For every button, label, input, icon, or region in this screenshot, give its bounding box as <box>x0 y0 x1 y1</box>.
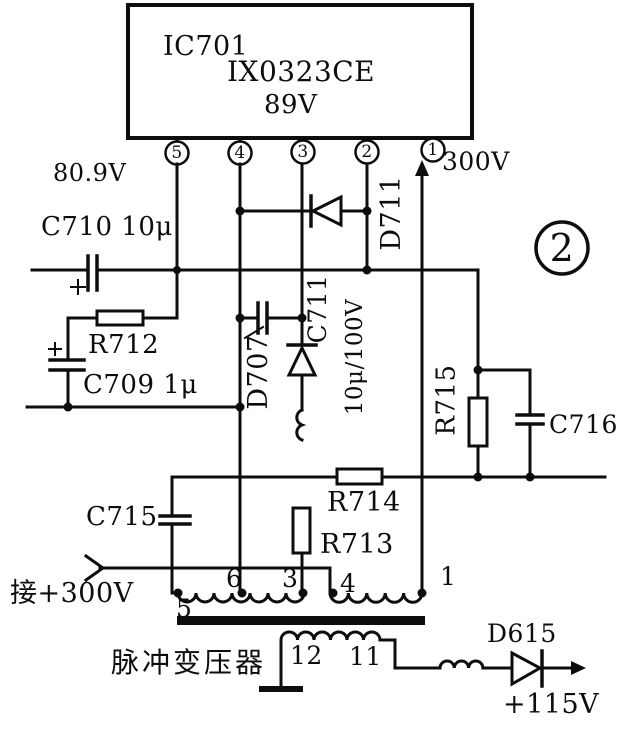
coil-pin3 <box>295 408 307 442</box>
wire-r712-c709 <box>66 316 99 409</box>
c716-label: C716 <box>549 410 618 439</box>
ic-pin-circles <box>164 137 446 166</box>
secondary-terminal-11: 11 <box>349 642 382 671</box>
transformer-core <box>177 616 425 625</box>
d707-diode <box>286 344 318 377</box>
output-voltage-label: +115V <box>503 689 600 720</box>
pin-3: 3 <box>297 142 309 162</box>
r712-label: R712 <box>88 330 160 360</box>
primary-winding-right <box>328 591 424 604</box>
c715-plates <box>158 514 192 526</box>
wire-input-300v <box>98 566 332 595</box>
ic-part-number: IX0323CE <box>227 55 376 88</box>
r715-body <box>467 396 489 448</box>
secondary-terminal-12: 12 <box>290 641 323 670</box>
junction-dots <box>63 206 535 598</box>
c715-label: C715 <box>86 502 158 532</box>
primary-terminal-5: 5 <box>176 594 193 623</box>
c710-polarity-mark <box>70 279 86 295</box>
primary-terminal-4: 4 <box>340 569 357 598</box>
r714-label: R714 <box>327 487 401 518</box>
pin-5: 5 <box>171 143 183 163</box>
r712-body <box>95 309 145 327</box>
figure-number-circle <box>534 220 590 276</box>
wire-c715 <box>170 475 180 595</box>
primary-terminal-1: 1 <box>440 562 457 591</box>
c711-label: C711 <box>302 274 332 344</box>
c710-label: C710 10μ <box>41 212 173 242</box>
d615-label: D615 <box>487 619 557 648</box>
pin1-voltage-label: 300V <box>442 147 510 176</box>
choke-615 <box>438 659 485 670</box>
r714-body <box>335 467 384 486</box>
wire-secondary-out <box>378 638 442 670</box>
primary-winding-left <box>176 591 306 604</box>
c709-plates <box>48 358 86 372</box>
input-300v-label: 接+300V <box>10 578 134 609</box>
ic-body <box>126 3 474 140</box>
arrow-up-300v <box>415 160 429 176</box>
r715-label: R715 <box>431 364 462 436</box>
wire-top-horizontal <box>30 268 480 479</box>
c709-label: C709 1μ <box>83 370 198 400</box>
arrow-right-115v <box>571 661 586 675</box>
pin-4: 4 <box>234 143 246 163</box>
c711-polarity-mark <box>243 325 265 340</box>
c709-polarity-mark <box>48 342 62 356</box>
d711-label: D711 <box>375 175 407 251</box>
d711-diode <box>309 194 343 228</box>
c711-plates <box>256 301 269 335</box>
ic-ref: IC701 <box>163 31 249 62</box>
figure-number: 2 <box>549 226 575 270</box>
c710-plates <box>86 254 99 292</box>
transformer-name-label: 脉冲变压器 <box>111 646 267 679</box>
pin5-voltage-label: 80.9V <box>53 159 127 187</box>
secondary-winding <box>279 630 382 642</box>
c716-plates <box>515 413 545 426</box>
primary-terminal-3: 3 <box>282 564 299 593</box>
d707-label: D707 <box>242 334 274 410</box>
ic-voltage: 89V <box>264 90 318 120</box>
wire-pin5 <box>141 162 179 320</box>
pin-1: 1 <box>427 140 439 160</box>
c711-value-label: 10μ/100V <box>341 298 368 416</box>
r713-label: R713 <box>320 529 394 560</box>
d615-diode <box>510 650 544 687</box>
wire-r715-c716 <box>476 368 532 479</box>
primary-terminal-6: 6 <box>226 564 243 593</box>
r713-body <box>291 506 312 555</box>
pin-2: 2 <box>361 142 373 162</box>
